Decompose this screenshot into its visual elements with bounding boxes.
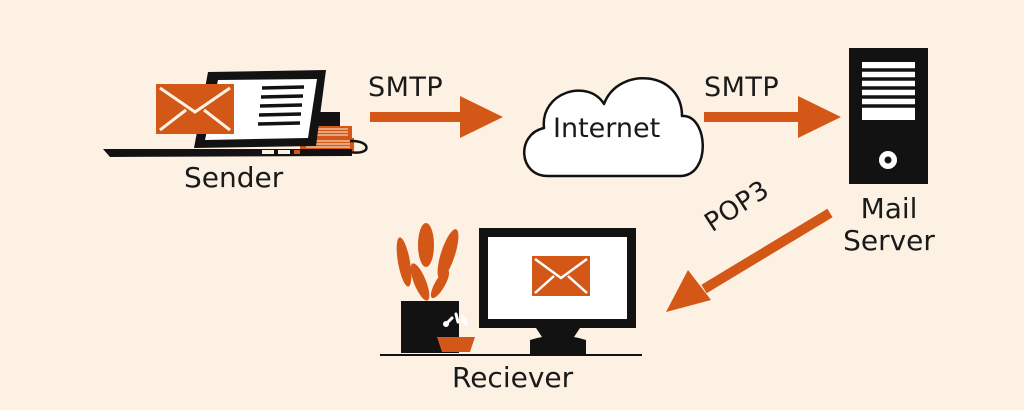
smtp-arrow-1 <box>370 96 503 138</box>
envelope-icon <box>532 256 590 296</box>
mail-server-label-line2: Server <box>843 224 935 258</box>
desktop-monitor-with-envelope-icon <box>479 228 636 354</box>
mail-server-label: Mail Server <box>835 192 943 258</box>
cloud-icon <box>522 76 704 178</box>
mail-server-label-line1: Mail <box>860 192 918 225</box>
envelope-icon <box>156 84 234 134</box>
server-tower-icon <box>849 48 928 184</box>
smtp-arrow-2 <box>704 96 841 138</box>
small-succulent-icon <box>437 312 475 352</box>
smtp-label-2: SMTP <box>704 72 780 103</box>
potted-plant-icon <box>396 223 459 353</box>
pop3-arrow <box>666 208 833 312</box>
sender-label: Sender <box>184 161 284 194</box>
laptop-with-envelope-icon <box>103 70 368 157</box>
internet-label: Internet <box>553 113 661 144</box>
smtp-label-1: SMTP <box>368 72 444 103</box>
receiver-label: Reciever <box>452 361 574 394</box>
